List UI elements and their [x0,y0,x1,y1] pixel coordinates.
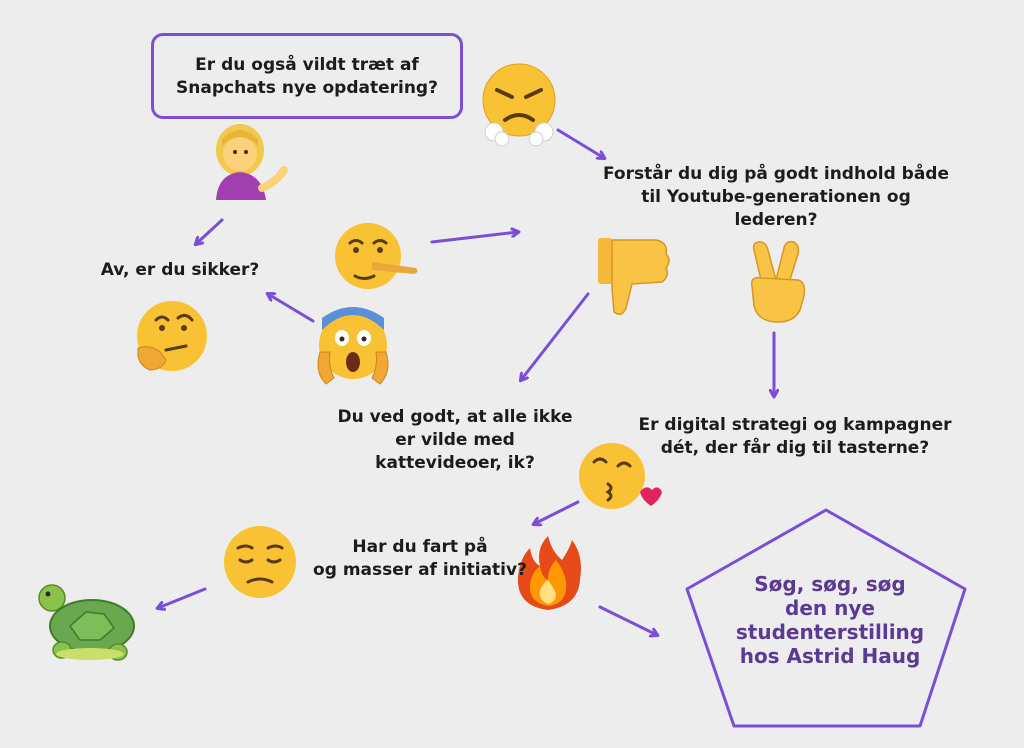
screaming-face-icon [317,307,389,385]
final-pentagon [685,508,967,728]
pensive-face-icon [224,526,296,598]
arrow-screaming-to-sure [268,294,315,323]
sure-question: Av, er du sikker? [100,260,260,280]
cat-videos-question: Du ved godt, at alle ikke er vilde med k… [337,407,573,473]
arrow-fire-to-final [598,605,657,635]
digital-question: Er digital strategi og kampagner dét, de… [638,415,952,458]
content-question: Forstår du dig på godt indhold både til … [602,164,950,230]
thinking-face-icon [137,301,207,371]
lying-face-icon [335,223,418,289]
fire-icon [517,536,581,610]
start-box [151,33,463,119]
steaming-face-icon [482,63,556,147]
arrow-lying-to-content [430,232,518,244]
turtle-icon [38,584,135,661]
victory-hand-icon [750,240,806,323]
arrow-woman-to-sure [196,218,224,244]
start-question: Er du også vildt træt af Snapchats nye o… [176,55,438,98]
arrow-thumbsdown-to-cat [521,292,590,380]
initiative-question: Har du fart på og masser af initiativ? [313,537,527,580]
arrow-kissing-to-initiative [534,500,580,524]
final-result-text: Søg, søg, søg den nye studenterstilling … [735,572,925,668]
woman-tipping-hand-icon [216,124,288,200]
kissing-face-icon [579,443,662,509]
arrow-pensive-to-turtle [158,587,207,608]
arrow-steaming-to-content [556,128,604,158]
thumbs-down-icon [598,238,670,315]
